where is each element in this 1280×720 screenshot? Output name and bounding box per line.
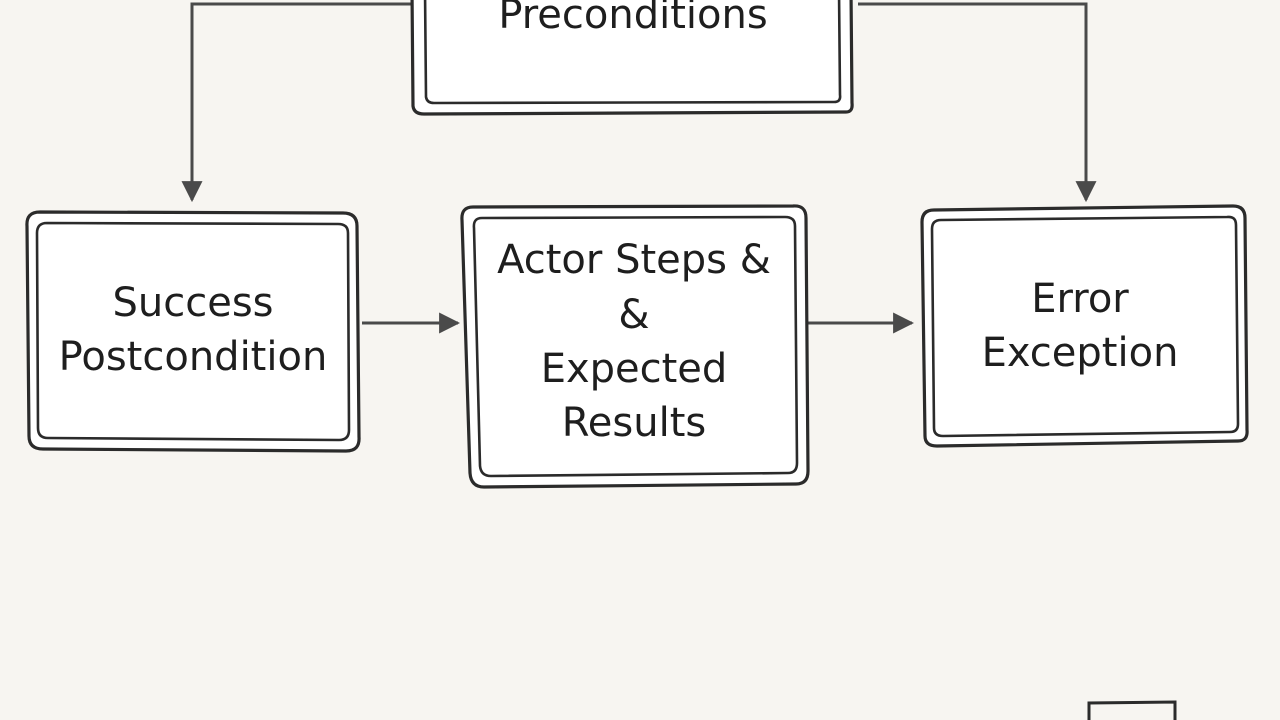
node-preconditions-box — [410, 0, 854, 116]
node-success-box — [25, 210, 361, 453]
node-error-line: Exception — [981, 330, 1179, 376]
edges — [181, 2, 1097, 334]
partial-box-bottom — [1087, 700, 1177, 720]
node-success-line: Success — [112, 279, 274, 326]
node-error-label: Error Exception — [935, 266, 1225, 386]
node-error-line: Error — [1031, 275, 1129, 322]
edge-preconditions-to-success — [181, 2, 414, 203]
node-actor-line: Expected — [540, 346, 728, 392]
node-success-line: Postcondition — [58, 334, 328, 380]
node-actor-label: Actor Steps & & Expected Results — [476, 226, 792, 458]
node-actor-line: & — [618, 291, 650, 338]
node-success-label: Success Postcondition — [38, 270, 348, 390]
edge-preconditions-to-error — [858, 2, 1097, 203]
node-actor-box — [460, 204, 810, 489]
node-preconditions-line: Preconditions — [498, 0, 768, 38]
node-error-box — [920, 204, 1249, 448]
node-actor-line: Actor Steps & — [497, 237, 771, 284]
node-preconditions-label: Preconditions — [428, 0, 838, 55]
node-actor-line: Results — [561, 400, 707, 447]
